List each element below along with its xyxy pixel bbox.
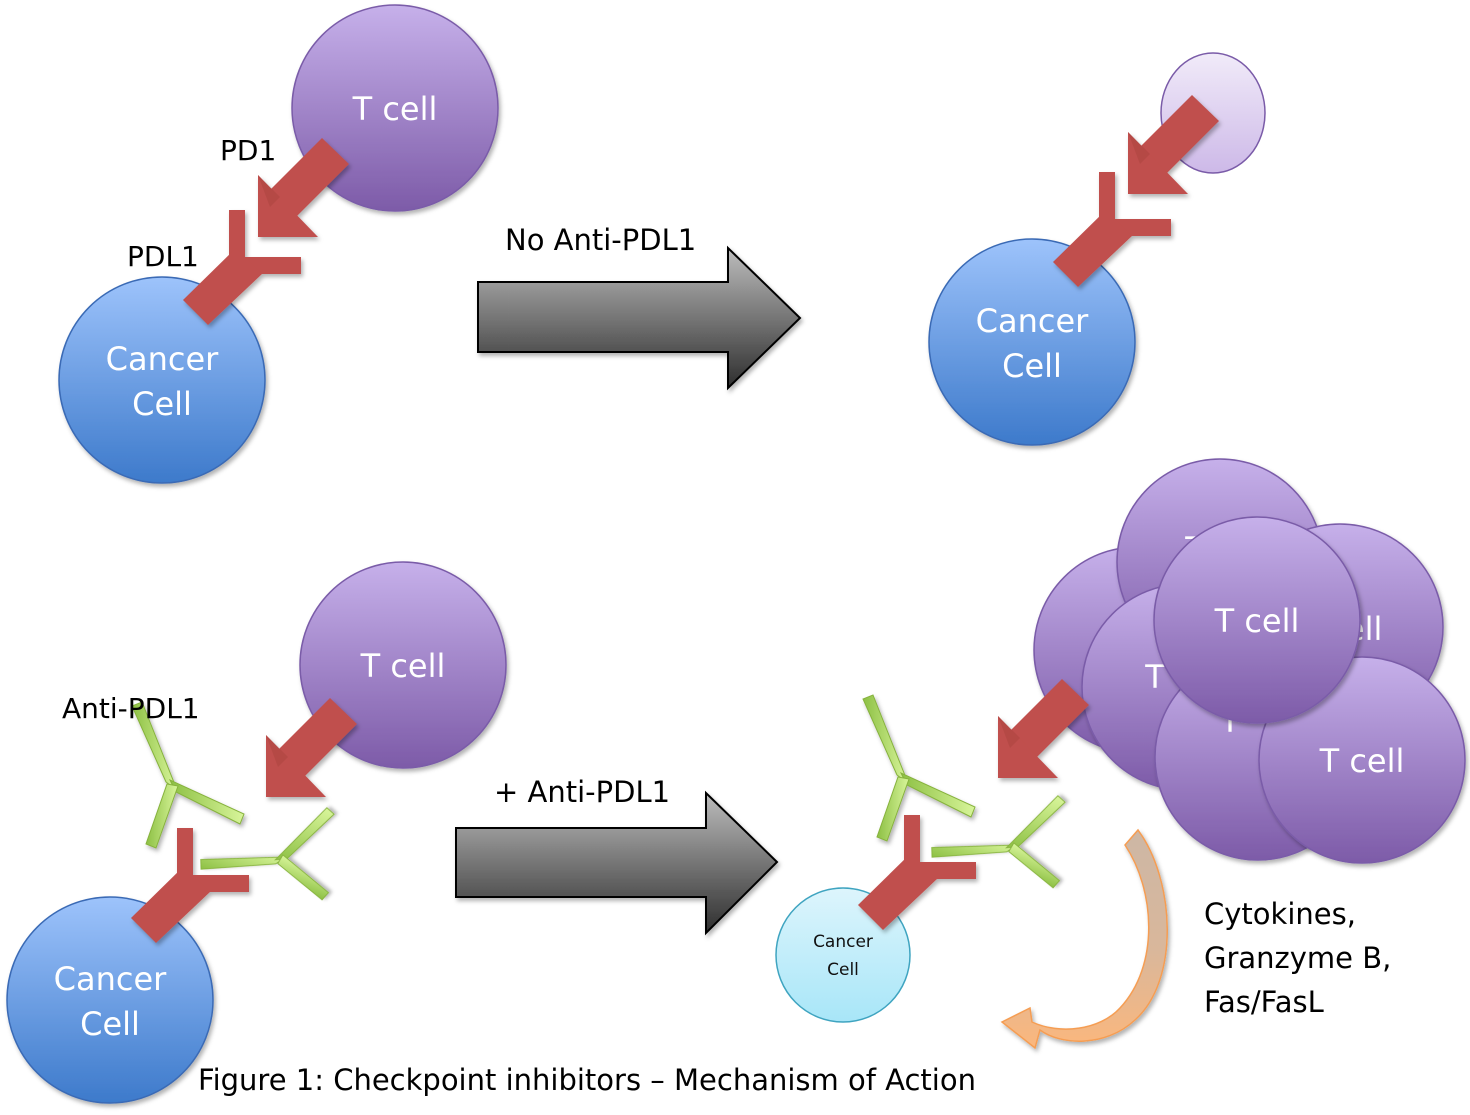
pdl1-label: PDL1 [127, 240, 199, 273]
t-cell-label: T [1144, 658, 1165, 696]
transition-label: No Anti-PDL1 [505, 223, 696, 257]
pd1-label: PD1 [220, 134, 276, 167]
t-cell: T cell [1153, 516, 1361, 724]
curved-arrow-icon [1000, 828, 1168, 1050]
effector-molecules-text: Cytokines, Granzyme B, Fas/FasL [1204, 897, 1391, 1019]
panel-top-left: T cell Cancer Cell PD1 PDL1 [58, 4, 499, 484]
transition-label: + Anti-PDL1 [494, 775, 670, 809]
right-arrow-icon [455, 790, 779, 936]
figure-caption: Figure 1: Checkpoint inhibitors – Mechan… [198, 1063, 976, 1097]
t-cell: T cell [299, 561, 507, 769]
transition-arrow-with-antibody: + Anti-PDL1 [455, 775, 779, 936]
cancer-cell-label-line2: Cell [132, 385, 192, 423]
cancer-cell: Cancer Cell [6, 896, 214, 1104]
effector-line: Granzyme B, [1204, 941, 1391, 975]
transition-arrow-no-antibody: No Anti-PDL1 [477, 223, 802, 391]
t-cell-label: T cell [360, 647, 446, 685]
t-cell-label: T cell [352, 90, 438, 128]
cancer-cell-label-line1: Cancer [976, 302, 1090, 340]
panel-top-right: Cancer Cell [928, 52, 1266, 446]
pdl1-receptor [858, 815, 976, 930]
panel-bottom-right: T T T cell T T cell T cell [775, 458, 1466, 1050]
right-arrow-icon [477, 245, 802, 391]
panel-bottom-left: T cell Cancer Cell Anti-PDL1 [6, 561, 507, 1104]
cancer-cell-label-line1: Cancer [106, 340, 220, 378]
effector-line: Fas/FasL [1204, 985, 1324, 1019]
cancer-cell: Cancer Cell [58, 276, 266, 484]
anti-pdl1-label: Anti-PDL1 [62, 692, 200, 725]
t-cell-label: T cell [1214, 602, 1300, 640]
t-cell-cluster: T T T cell T T cell T cell [1033, 458, 1466, 864]
cancer-cell-label-line2: Cell [1002, 347, 1062, 385]
cancer-cell: Cancer Cell [928, 238, 1136, 446]
cancer-cell-label-line1: Cancer [813, 932, 873, 952]
cancer-cell-label-line1: Cancer [54, 960, 168, 998]
cancer-cell-label-line2: Cell [80, 1005, 140, 1043]
t-cell-label: T cell [1319, 742, 1405, 780]
effector-line: Cytokines, [1204, 897, 1356, 931]
cancer-cell-label-line2: Cell [827, 960, 859, 980]
antibody-icon [928, 760, 1088, 902]
